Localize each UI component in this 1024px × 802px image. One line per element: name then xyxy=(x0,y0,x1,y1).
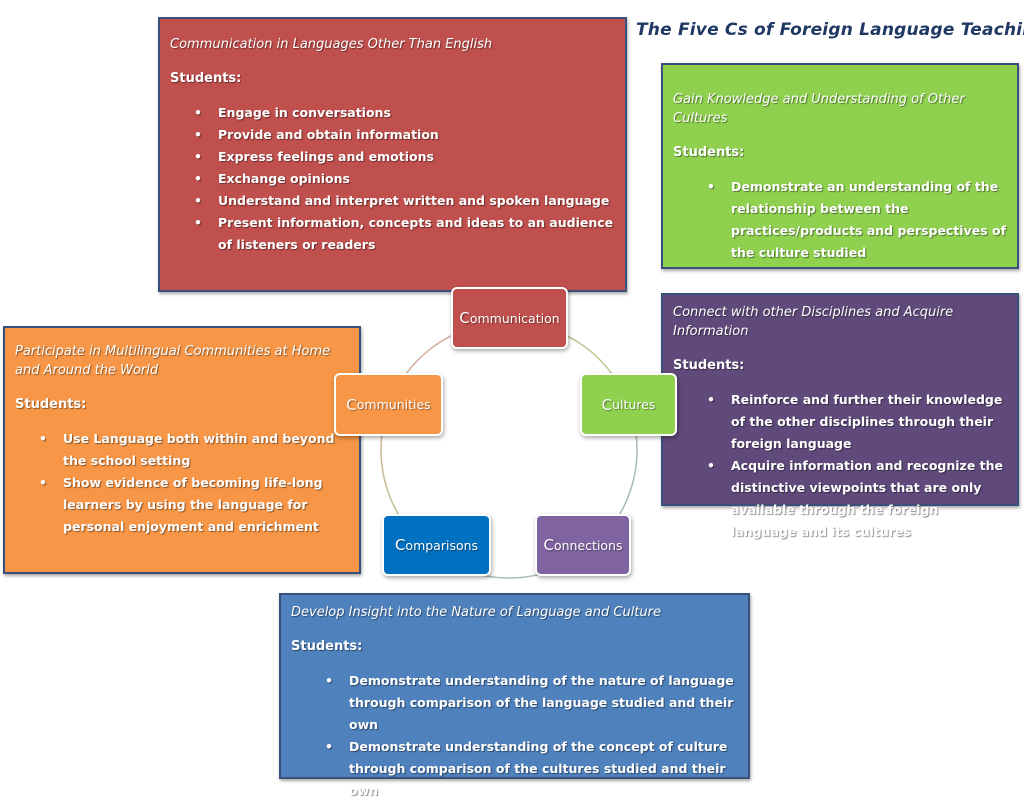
panel-communities: Participate in Multilingual Communities … xyxy=(3,326,361,574)
panel-connections-heading: Connect with other Disciplines and Acqui… xyxy=(673,305,954,339)
node-connections-label: onnections xyxy=(553,537,623,553)
list-item: Engage in conversations xyxy=(170,102,615,124)
node-comparisons-label: omparisons xyxy=(405,537,479,553)
node-comparisons-initial: C xyxy=(394,536,406,554)
list-item: Show evidence of becoming life-long lear… xyxy=(15,472,349,538)
panel-cultures-students-label: Students: xyxy=(673,145,745,160)
panel-communication-heading: Communication in Languages Other Than En… xyxy=(170,37,493,52)
panel-cultures-heading: Gain Knowledge and Understanding of Othe… xyxy=(673,92,965,126)
node-communities-initial: C xyxy=(346,395,357,414)
list-item: Demonstrate an understanding of the rela… xyxy=(673,176,1007,264)
list-item: Provide and obtain information xyxy=(170,124,615,146)
panel-cultures-list: Demonstrate an understanding of the rela… xyxy=(673,176,1007,264)
list-item: Express feelings and emotions xyxy=(170,146,615,168)
list-item: Exchange opinions xyxy=(170,168,615,190)
node-communication-initial: C xyxy=(459,309,470,327)
panel-comparisons-heading: Develop Insight into the Nature of Langu… xyxy=(291,605,661,620)
panel-communities-students-label: Students: xyxy=(15,397,87,412)
node-communities-label: ommunities xyxy=(356,397,431,412)
panel-cultures: Gain Knowledge and Understanding of Othe… xyxy=(661,63,1019,269)
panel-connections-list: Reinforce and further their knowledge of… xyxy=(673,389,1007,543)
panel-communication-students-label: Students: xyxy=(170,71,242,86)
node-cultures-label: ultures xyxy=(612,397,656,412)
list-item: Demonstrate understanding of the concept… xyxy=(291,736,738,802)
list-item: Present information, concepts and ideas … xyxy=(170,212,615,256)
panel-communication: Communication in Languages Other Than En… xyxy=(158,17,627,292)
panel-communities-heading: Participate in Multilingual Communities … xyxy=(15,344,331,378)
panel-communication-list: Engage in conversations Provide and obta… xyxy=(170,102,615,256)
list-item: Use Language both within and beyond the … xyxy=(15,428,349,472)
list-item: Acquire information and recognize the di… xyxy=(673,455,1007,543)
node-cultures-initial: C xyxy=(601,395,613,414)
panel-comparisons: Develop Insight into the Nature of Langu… xyxy=(279,593,750,798)
list-item: Demonstrate understanding of the nature … xyxy=(291,670,738,736)
panel-communities-list: Use Language both within and beyond the … xyxy=(15,428,349,538)
node-communication-label: ommunication xyxy=(469,310,560,326)
panel-comparisons-students-label: Students: xyxy=(291,639,363,654)
list-item: Reinforce and further their knowledge of… xyxy=(673,389,1007,455)
panel-connections: Connect with other Disciplines and Acqui… xyxy=(661,293,1019,539)
diagram-title: The Five Cs of Foreign Language Teaching xyxy=(636,20,1024,40)
panel-connections-students-label: Students: xyxy=(673,358,745,373)
panel-comparisons-list: Demonstrate understanding of the nature … xyxy=(291,670,738,802)
node-connections-initial: C xyxy=(543,536,554,554)
list-item: Understand and interpret written and spo… xyxy=(170,190,615,212)
